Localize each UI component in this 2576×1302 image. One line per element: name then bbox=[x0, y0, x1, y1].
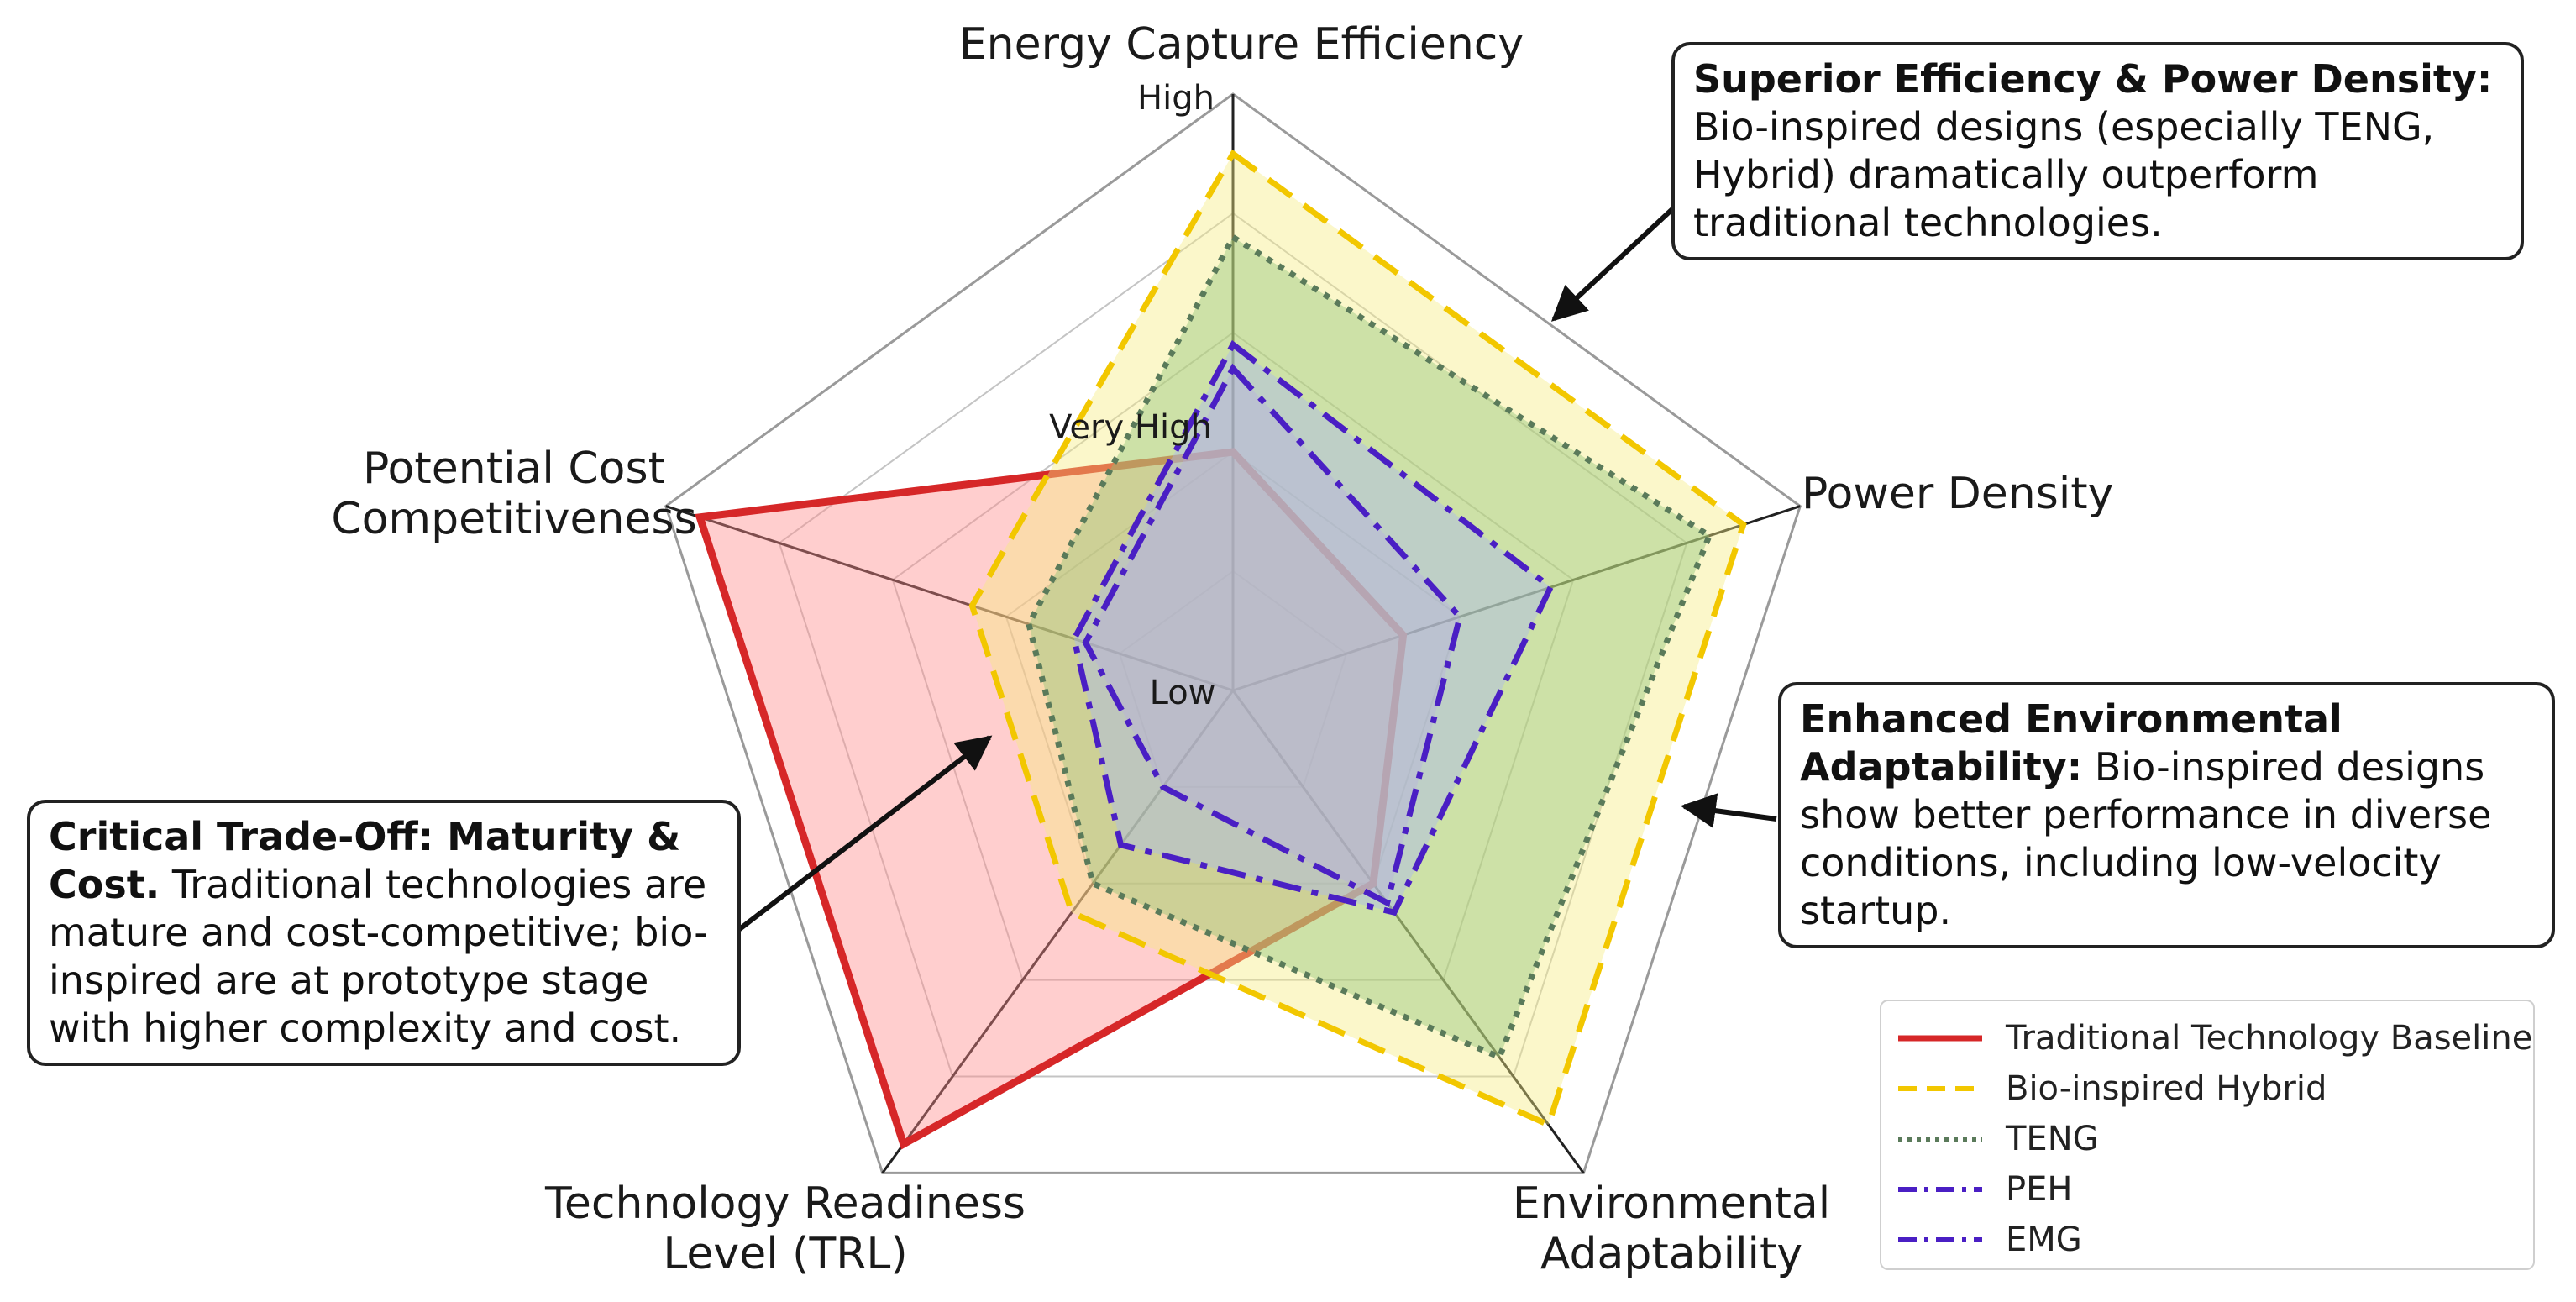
legend-label-hybrid: Bio-inspired Hybrid bbox=[2006, 1069, 2327, 1108]
callout-adaptability-title: Enhanced Environmental Adaptability: bbox=[1800, 696, 2343, 790]
grid-ring-4 bbox=[778, 212, 1688, 1078]
legend-item-peh: PEH bbox=[1898, 1164, 2516, 1215]
ring-label-low: Low bbox=[1150, 674, 1216, 712]
series-traditional-technology-baseline bbox=[695, 448, 1408, 1150]
series-area-teng bbox=[1028, 237, 1710, 1058]
legend-label-teng: TENG bbox=[2006, 1120, 2099, 1158]
legend-item-teng: TENG bbox=[1898, 1114, 2516, 1164]
series-emg bbox=[1082, 363, 1463, 907]
legend-item-emg: EMG bbox=[1898, 1215, 2516, 1265]
legend-swatch-hybrid bbox=[1898, 1086, 1982, 1091]
series-line-bio-inspired-hybrid bbox=[968, 149, 1747, 1129]
legend-swatch-teng bbox=[1898, 1137, 1982, 1142]
series-line-teng bbox=[1026, 233, 1713, 1062]
callout-tradeoff-title: Critical Trade-Off: Maturity & Cost. bbox=[49, 814, 681, 907]
axis-label-energy-capture-efficiency: Energy Capture Efficiency bbox=[959, 19, 1524, 70]
axis-label-power-density: Power Density bbox=[1802, 469, 2113, 519]
axis-spoke-technology-readiness-level-trl bbox=[881, 690, 1235, 1174]
callout-adaptability: Enhanced Environmental Adaptability: Bio… bbox=[1778, 682, 2555, 948]
legend: Traditional Technology Baseline Bio-insp… bbox=[1880, 1000, 2535, 1270]
axis-spoke-power-density bbox=[1232, 505, 1801, 692]
grid-ring-1 bbox=[1118, 570, 1348, 788]
radar-labels: Low Very High High Energy Capture Efficienc… bbox=[331, 19, 2113, 1279]
annotation-arrow-tradeoff bbox=[736, 735, 993, 933]
callout-efficiency-title: Superior Efficiency & Power Density bbox=[1693, 56, 2477, 102]
callout-tradeoff: Critical Trade-Off: Maturity & Cost. Tra… bbox=[27, 800, 741, 1066]
legend-item-traditional: Traditional Technology Baseline bbox=[1898, 1013, 2532, 1063]
legend-swatch-traditional bbox=[1898, 1035, 1982, 1042]
legend-label-traditional: Traditional Technology Baseline bbox=[2006, 1019, 2533, 1058]
ring-label-high: High bbox=[1137, 79, 1215, 118]
legend-label-emg: EMG bbox=[2006, 1221, 2082, 1259]
series-peh bbox=[1071, 339, 1555, 916]
grid-ring-5 bbox=[664, 92, 1802, 1174]
series-line-emg bbox=[1082, 363, 1463, 907]
series-area-bio-inspired-hybrid bbox=[972, 154, 1744, 1125]
series-area-peh bbox=[1073, 344, 1551, 913]
callout-adaptability-body: Bio-inspired designs show better perform… bbox=[1800, 744, 2492, 933]
series-area-traditional-technology-baseline bbox=[700, 452, 1403, 1144]
radar-series bbox=[695, 149, 1747, 1150]
series-line-peh bbox=[1071, 339, 1555, 916]
legend-swatch-emg bbox=[1898, 1237, 1982, 1242]
axis-spoke-potential-cost-competitiveness bbox=[665, 505, 1234, 692]
series-area-emg bbox=[1085, 368, 1461, 903]
series-teng bbox=[1026, 233, 1713, 1062]
radar-grid bbox=[664, 92, 1802, 1174]
axis-spoke-environmental-adaptability bbox=[1231, 690, 1585, 1174]
annotation-arrow-adaptability bbox=[1680, 793, 1777, 828]
legend-swatch-peh bbox=[1898, 1187, 1982, 1192]
callout-efficiency-title-suffix: : bbox=[2476, 56, 2493, 102]
legend-item-hybrid: Bio-inspired Hybrid bbox=[1898, 1063, 2516, 1114]
callout-tradeoff-body: Traditional technologies are mature and … bbox=[49, 862, 708, 1051]
grid-ring-3 bbox=[891, 331, 1575, 981]
legend-label-peh: PEH bbox=[2006, 1170, 2073, 1209]
ring-label-very-high: Very High bbox=[1049, 408, 1212, 447]
callout-efficiency: Superior Efficiency & Power Density: Bio… bbox=[1671, 42, 2524, 260]
series-bio-inspired-hybrid bbox=[968, 149, 1747, 1129]
callout-efficiency-body: Bio-inspired designs (especially TENG, H… bbox=[1693, 104, 2435, 245]
series-line-traditional-technology-baseline bbox=[695, 448, 1408, 1150]
